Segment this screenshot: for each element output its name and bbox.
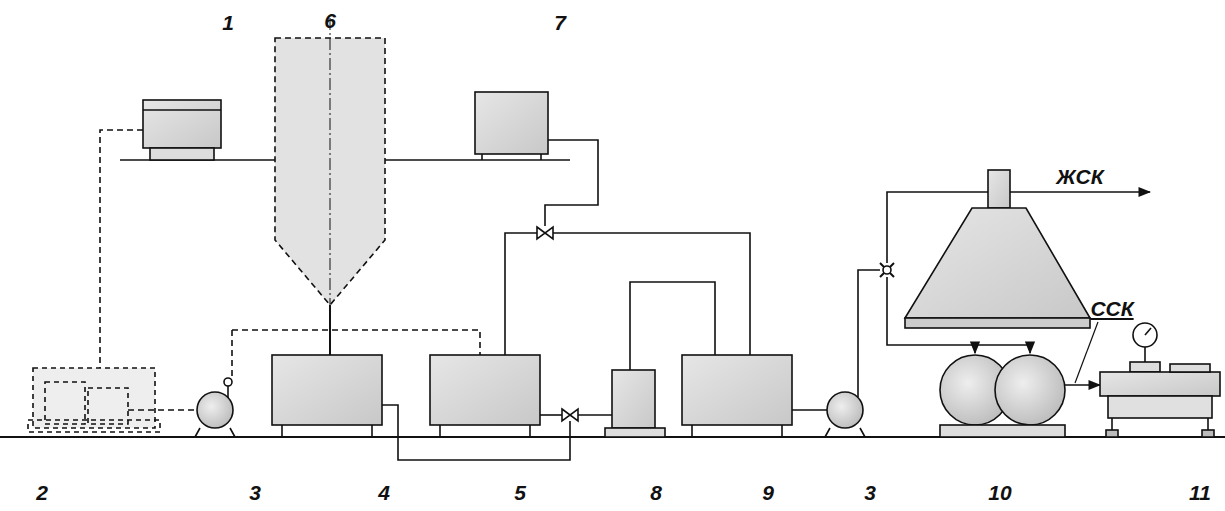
callout-label: 10 <box>988 482 1011 503</box>
callout-label: 3 <box>249 482 261 503</box>
callout-label: 4 <box>378 482 390 503</box>
callout-label: 8 <box>650 482 662 503</box>
callout-label: 6 <box>324 10 336 31</box>
callout-label: 2 <box>36 482 48 503</box>
callout-label: 9 <box>762 482 774 503</box>
callout-label: ЖСК <box>1056 166 1103 187</box>
callout-label: 7 <box>554 12 566 33</box>
callout-label: 3 <box>864 482 876 503</box>
callout-label: 1 <box>222 12 234 33</box>
callout-label: 11 <box>1189 482 1211 503</box>
callout-label: 5 <box>514 482 526 503</box>
callout-label: ССК <box>1090 298 1133 319</box>
